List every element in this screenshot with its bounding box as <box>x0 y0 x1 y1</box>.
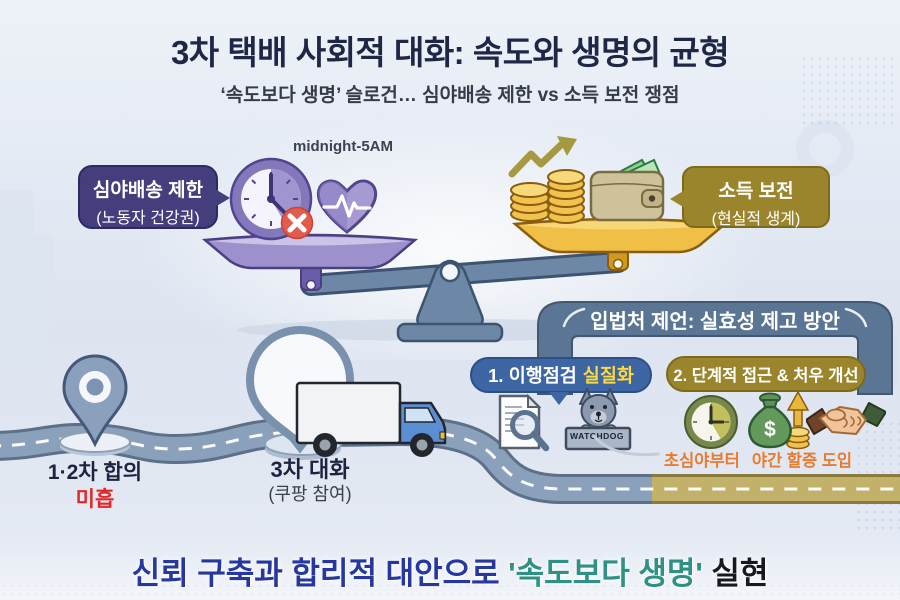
page-subtitle: ‘속도보다 생명’ 슬로건… 심야배송 제한 vs 소득 보전 쟁점 <box>220 85 680 106</box>
left-issue-title: 심야배송 제한 <box>92 180 204 201</box>
page-title: 3차 택배 사회적 대화: 속도와 생명의 균형 <box>170 34 730 71</box>
rising-coins-icon <box>508 136 585 224</box>
surcharge-note: 초심야부터 야간 할증 도입 <box>640 447 876 471</box>
left-issue-subtitle: (노동자 건강권) <box>96 210 200 227</box>
proposal-item-2-text: 2. 단계적 접근 & 처우 개선 <box>673 367 859 385</box>
bubble-tail <box>215 189 230 207</box>
handshake-icon <box>806 402 886 435</box>
dollar-sign: $ <box>764 418 776 441</box>
proposal-header: 입법처 제언: 실효성 제고 방안 <box>590 311 840 333</box>
footer-lead: 신뢰 구축과 합리적 대안으로 <box>131 556 509 591</box>
watchdog-label: WATCHDOG <box>570 431 624 441</box>
heart-pulse-icon <box>316 179 378 234</box>
note-swoosh <box>592 434 660 457</box>
milestone2-pin-truck <box>245 325 447 460</box>
footer-headline: 신뢰 구축과 합리적 대안으로 '속도보다 생명' 실현 <box>0 548 900 593</box>
proposal-item-1-text: 1. 이행점검 <box>488 365 577 386</box>
milestone1-status: 미흡 <box>75 488 115 511</box>
right-issue-bubble: 소득 보전 (현실적 생계) <box>670 166 830 228</box>
building-silhouette <box>0 322 48 378</box>
document-inspect-icon <box>498 393 550 452</box>
left-issue-bubble: 심야배송 제한 (노동자 건강권) <box>78 165 230 229</box>
proposal-bracket <box>537 301 893 395</box>
block-x-icon <box>280 206 314 240</box>
surcharge-note-part2: 야간 할증 도입 <box>751 452 853 470</box>
delivery-truck-icon <box>295 381 447 457</box>
milestone2-title: 3차 대화 <box>270 457 350 482</box>
money-bag-icon: $ <box>748 390 810 450</box>
milestone1-pin-icon <box>59 354 131 456</box>
footer-tail: 실현 <box>702 556 769 591</box>
proposal-item-1: 1. 이행점검 실질화 <box>470 357 652 393</box>
time-range-label: midnight-5AM <box>293 138 393 155</box>
night-clock-icon <box>684 395 738 449</box>
surcharge-note-part1: 초심야부터 <box>663 452 740 470</box>
milestone1-title: 1·2차 합의 <box>47 461 143 484</box>
right-issue-title: 소득 보전 <box>718 181 794 202</box>
footer-highlight: '속도보다 생명' <box>508 556 703 591</box>
scale-base <box>396 322 504 343</box>
proposal-item-2: 2. 단계적 접근 & 처우 개선 <box>666 356 866 392</box>
right-issue-subtitle: (현실적 생계) <box>711 211 801 228</box>
footer-glow <box>0 535 900 600</box>
dot-pattern <box>800 55 895 125</box>
wallet-cash-icon <box>589 158 665 222</box>
milestone2-subtitle: (쿠팡 참여) <box>268 484 352 504</box>
bubble-tail <box>670 190 685 208</box>
pivot-hole <box>439 261 461 283</box>
pill-pointer <box>549 392 569 405</box>
proposal-item-1-highlight: 실질화 <box>582 365 634 386</box>
